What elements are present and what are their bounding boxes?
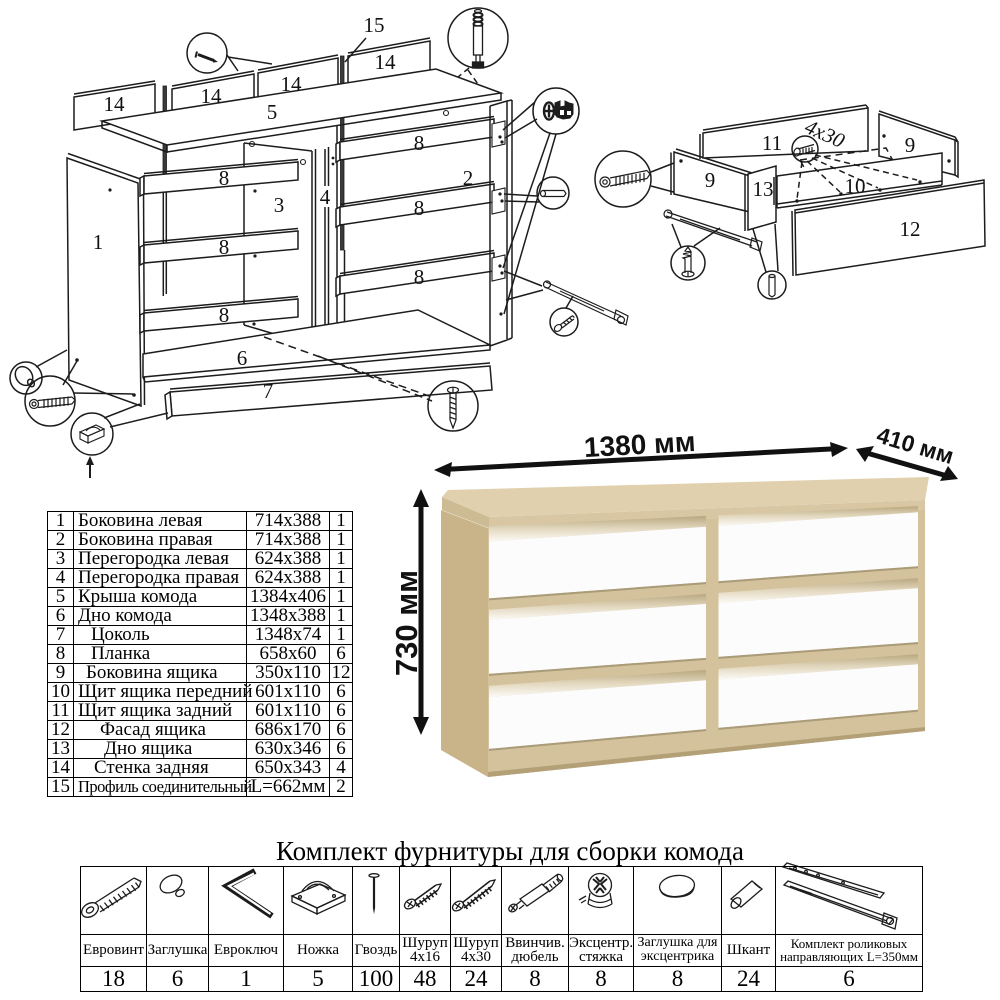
svg-text:730 мм: 730 мм	[389, 570, 424, 676]
svg-text:7: 7	[263, 379, 274, 403]
svg-text:12: 12	[900, 217, 921, 241]
svg-text:13: 13	[753, 177, 774, 201]
svg-text:2: 2	[463, 166, 474, 190]
svg-text:9: 9	[905, 133, 916, 157]
svg-text:5: 5	[267, 100, 278, 124]
svg-text:8: 8	[219, 166, 230, 190]
svg-text:6: 6	[237, 346, 248, 370]
svg-text:14: 14	[201, 84, 223, 108]
svg-text:11: 11	[762, 131, 782, 155]
svg-text:1: 1	[93, 230, 104, 254]
svg-text:14: 14	[104, 92, 126, 116]
svg-text:8: 8	[414, 131, 425, 155]
svg-text:9: 9	[705, 168, 716, 192]
svg-text:410 мм: 410 мм	[874, 422, 957, 469]
svg-text:8: 8	[219, 235, 230, 259]
svg-text:14: 14	[281, 72, 303, 96]
svg-text:4: 4	[320, 185, 331, 209]
svg-text:8: 8	[414, 265, 425, 289]
svg-text:8: 8	[219, 303, 230, 327]
svg-text:1380 мм: 1380 мм	[583, 426, 696, 463]
svg-text:8: 8	[414, 196, 425, 220]
svg-text:14: 14	[375, 50, 397, 74]
svg-text:15: 15	[364, 13, 385, 37]
svg-text:10: 10	[845, 174, 866, 198]
svg-text:3: 3	[274, 193, 285, 217]
